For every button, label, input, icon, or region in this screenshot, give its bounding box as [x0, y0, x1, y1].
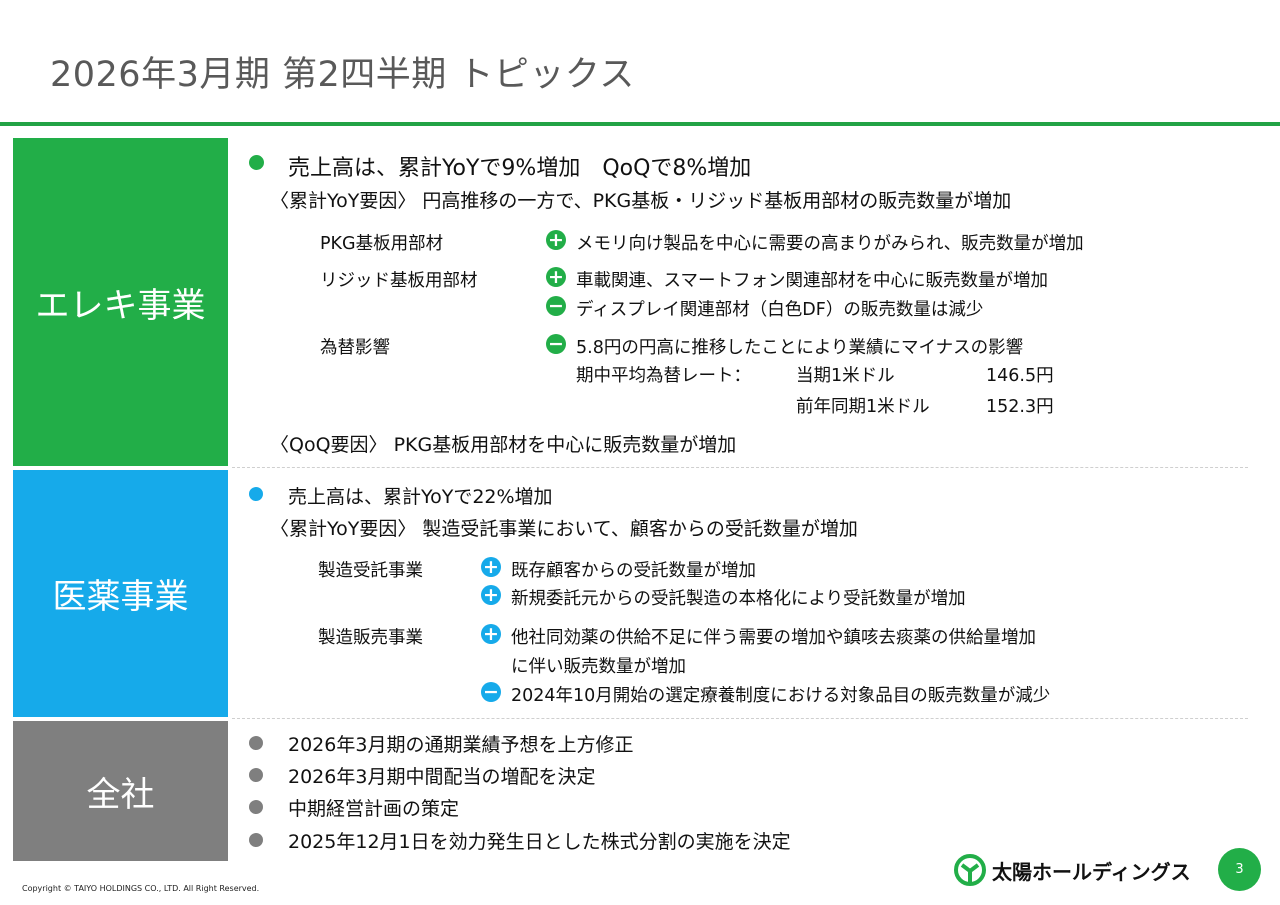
item-point: 新規委託元からの受託製造の本格化により受託数量が増加	[511, 589, 966, 609]
corporate-item: 2026年3月期の通期業績予想を上方修正	[288, 734, 634, 756]
page-title: 2026年3月期 第2四半期 トピックス	[50, 55, 635, 95]
bullet-icon	[249, 833, 263, 847]
sun-logo-icon	[954, 854, 986, 886]
electronics-qoq-factor: 〈QoQ要因〉 PKG基板用部材を中心に販売数量が増加	[270, 434, 737, 456]
page-number: 3	[1218, 848, 1261, 891]
medical-label: 医薬事業	[13, 470, 228, 717]
item-name: 製造受託事業	[318, 561, 423, 581]
copyright: Copyright © TAIYO HOLDINGS CO., LTD. All…	[22, 884, 260, 893]
item-name: 製造販売事業	[318, 628, 423, 648]
item-point: ディスプレイ関連部材（白色DF）の販売数量は減少	[576, 300, 984, 320]
bullet-icon	[249, 800, 263, 814]
fx-current-value: 146.5円	[986, 366, 1054, 386]
electronics-headline: 売上高は、累計YoYで9%増加 QoQで8%増加	[288, 156, 752, 181]
bullet-icon	[249, 768, 263, 782]
plus-icon: +	[546, 267, 566, 287]
item-point: 車載関連、スマートフォン関連部材を中心に販売数量が増加	[576, 271, 1048, 291]
section-divider	[232, 718, 1248, 719]
item-point: 5.8円の円高に推移したことにより業績にマイナスの影響	[576, 338, 1024, 358]
plus-icon: +	[481, 624, 501, 644]
bullet-icon	[249, 155, 264, 170]
company-logo: 太陽ホールディングス	[954, 852, 1191, 888]
fx-current-label: 当期1米ドル	[796, 366, 895, 386]
minus-icon: −	[546, 296, 566, 316]
plus-icon: +	[481, 557, 501, 577]
medical-headline: 売上高は、累計YoYで22%増加	[288, 486, 553, 508]
plus-icon: +	[481, 585, 501, 605]
minus-icon: −	[481, 682, 501, 702]
fx-prior-label: 前年同期1米ドル	[796, 397, 930, 417]
item-point: 他社同効薬の供給不足に伴う需要の増加や鎮咳去痰薬の供給量増加	[511, 628, 1036, 648]
item-name: リジッド基板用部材	[320, 271, 478, 291]
medical-yoy-factor: 〈累計YoY要因〉 製造受託事業において、顧客からの受託数量が増加	[270, 518, 858, 540]
electronics-label: エレキ事業	[13, 138, 228, 466]
bullet-icon	[249, 736, 263, 750]
electronics-yoy-factor: 〈累計YoY要因〉 円高推移の一方で、PKG基板・リジッド基板用部材の販売数量が…	[270, 190, 1012, 212]
corporate-label: 全社	[13, 721, 228, 861]
bullet-icon	[249, 487, 263, 501]
company-name: 太陽ホールディングス	[992, 859, 1191, 884]
corporate-item: 2025年12月1日を効力発生日とした株式分割の実施を決定	[288, 831, 791, 853]
item-name: 為替影響	[320, 338, 390, 358]
minus-icon: −	[546, 334, 566, 354]
item-point: 既存顧客からの受託数量が増加	[511, 561, 756, 581]
item-point-continued: に伴い販売数量が増加	[511, 657, 686, 677]
corporate-item: 中期経営計画の策定	[288, 798, 460, 820]
fx-prior-value: 152.3円	[986, 397, 1054, 417]
fx-label: 期中平均為替レート：	[576, 366, 751, 386]
title-rule	[0, 122, 1280, 126]
item-point: メモリ向け製品を中心に需要の高まりがみられ、販売数量が増加	[576, 234, 1084, 254]
plus-icon: +	[546, 230, 566, 250]
item-point: 2024年10月開始の選定療養制度における対象品目の販売数量が減少	[511, 686, 1051, 706]
item-name: PKG基板用部材	[320, 234, 444, 254]
section-divider	[232, 467, 1248, 468]
corporate-item: 2026年3月期中間配当の増配を決定	[288, 766, 596, 788]
